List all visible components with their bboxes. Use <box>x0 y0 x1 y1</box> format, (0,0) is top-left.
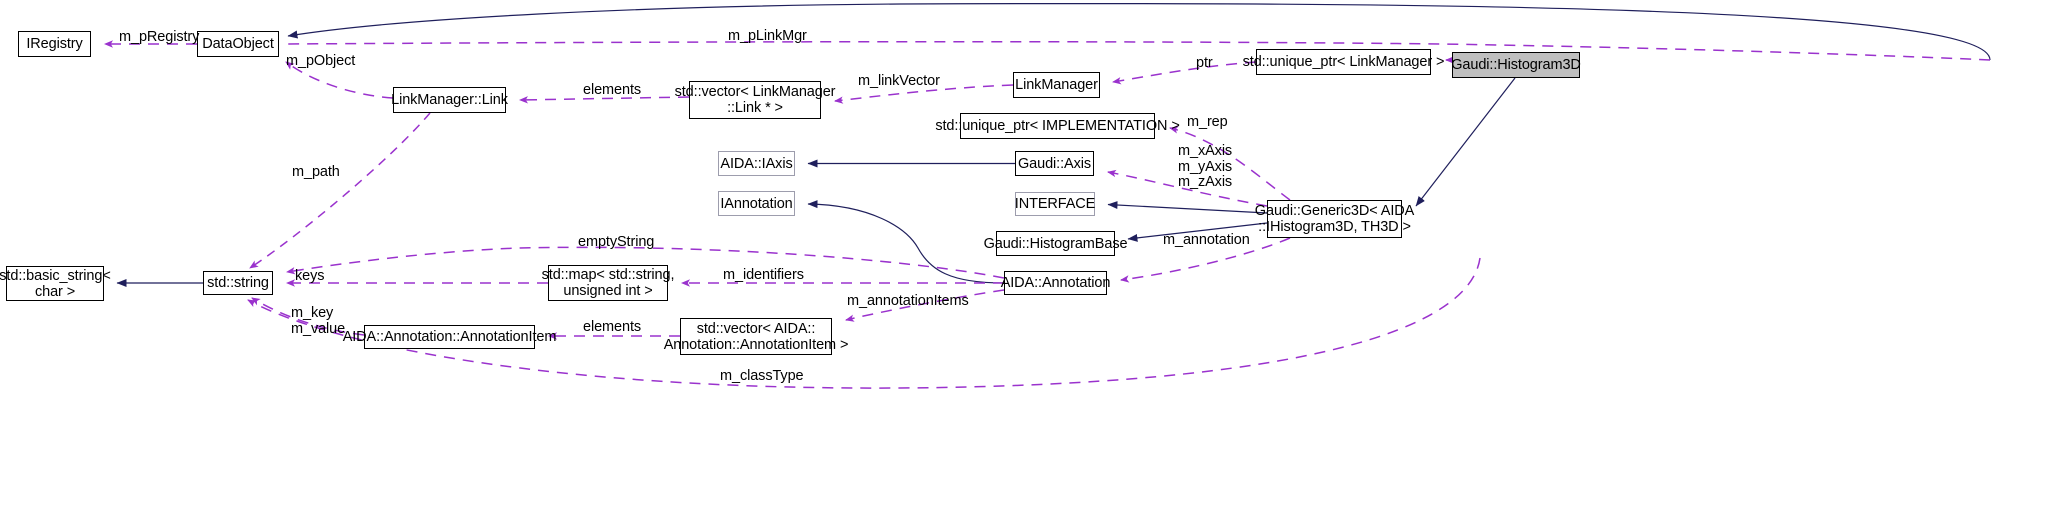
edge-label-m-annotation: m_annotation <box>1163 232 1250 248</box>
edge-label-m-pObject: m_pObject <box>286 53 356 69</box>
edge-label-m-pRegistry: m_pRegistry <box>119 29 200 45</box>
edge-label-emptyString: emptyString <box>578 234 655 250</box>
node-aida-iaxis[interactable]: AIDA::IAxis <box>718 151 795 176</box>
edge-label-m-key-m-value: m_key m_value <box>291 305 346 337</box>
node-unique-ptr-linkmanager[interactable]: std::unique_ptr< LinkManager > <box>1243 49 1444 75</box>
node-aida-annotation-annotationitem[interactable]: AIDA::Annotation::AnnotationItem <box>343 325 556 349</box>
node-iannotation[interactable]: IAnnotation <box>718 191 795 216</box>
node-std-basic-string[interactable]: std::basic_string< char > <box>0 266 111 301</box>
node-linkmanager-link[interactable]: LinkManager::Link <box>391 87 508 113</box>
edge-label-m-path: m_path <box>292 164 340 180</box>
node-gaudi-generic3d[interactable]: Gaudi::Generic3D< AIDA ::IHistogram3D, T… <box>1255 200 1414 238</box>
edge-classtype-string <box>247 257 1481 389</box>
node-aida-annotation[interactable]: AIDA::Annotation <box>1001 271 1110 295</box>
edge-dataobject-inherit <box>287 2 1991 61</box>
edge-iannotation-annotation <box>807 200 1005 284</box>
edge-label-m-linkVector: m_linkVector <box>858 73 940 89</box>
node-std-map-string-uint[interactable]: std::map< std::string, unsigned int > <box>541 265 675 301</box>
node-vector-linkmanager-link[interactable]: std::vector< LinkManager ::Link * > <box>675 81 836 119</box>
edge-label-m-rep: m_rep <box>1187 114 1228 130</box>
node-gaudi-histogram3d[interactable]: Gaudi::Histogram3D <box>1451 52 1581 78</box>
node-gaudi-axis[interactable]: Gaudi::Axis <box>1015 151 1094 176</box>
edge-label-keys: keys <box>295 268 325 284</box>
node-iregistry[interactable]: IRegistry <box>18 31 91 57</box>
node-linkmanager[interactable]: LinkManager <box>1013 72 1100 98</box>
node-std-string[interactable]: std::string <box>203 271 273 295</box>
edge-label-axes: m_xAxis m_yAxis m_zAxis <box>1178 143 1233 190</box>
edge-label-ptr: ptr <box>1196 55 1213 71</box>
node-dataobject[interactable]: DataObject <box>197 31 279 57</box>
edge-label-m-annotationItems: m_annotationItems <box>847 293 969 309</box>
edge-generic3d-histogram3d <box>1415 77 1516 207</box>
edge-label-m-pLinkMgr: m_pLinkMgr <box>728 28 807 44</box>
edge-label-m-classType: m_classType <box>720 368 804 384</box>
edge-label-elements-link: elements <box>583 82 642 98</box>
edge-interface-generic <box>1107 201 1268 214</box>
node-unique-ptr-implementation[interactable]: std::unique_ptr< IMPLEMENTATION > <box>935 113 1180 139</box>
node-vector-annotationitem[interactable]: std::vector< AIDA:: Annotation::Annotati… <box>664 318 848 355</box>
node-gaudi-histogrambase[interactable]: Gaudi::HistogramBase <box>984 231 1128 256</box>
node-interface[interactable]: INTERFACE <box>1015 192 1095 216</box>
edge-label-elements-item: elements <box>583 319 642 335</box>
edge-linkmanager-uniqueptr <box>1112 61 1257 85</box>
edge-dataobject-linkmgr-ptr <box>287 40 1991 61</box>
edge-label-m-identifiers: m_identifiers <box>723 267 804 283</box>
edge-link-path-string <box>249 112 431 269</box>
